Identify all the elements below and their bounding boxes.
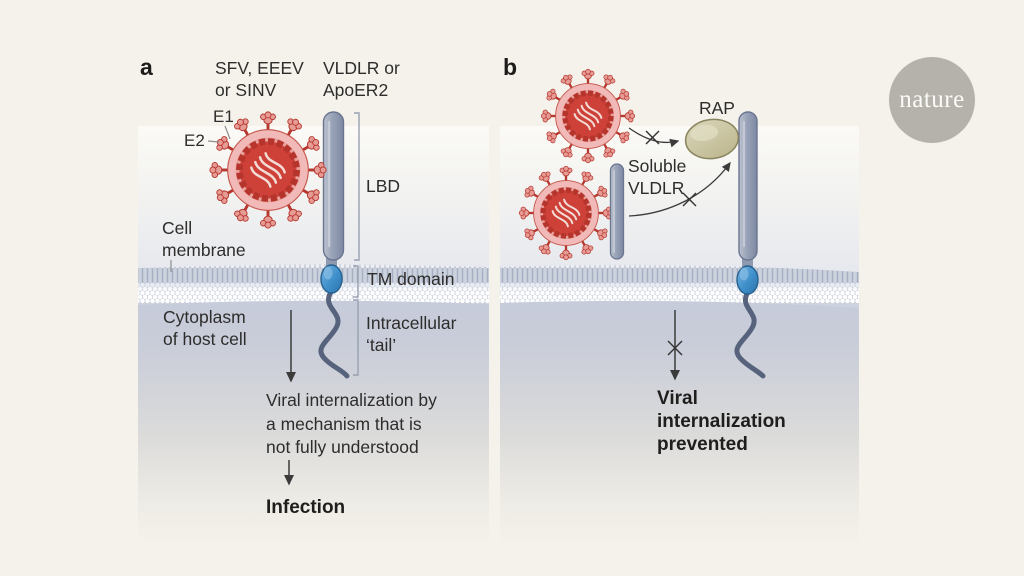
mechanism-note: Viral internalization by a mechanism tha…: [266, 390, 437, 457]
vldlr-receptor-icon: [322, 111, 345, 270]
x-mark-virus-rap: [645, 130, 660, 145]
cell-membrane-graphic-b: [500, 264, 859, 308]
nature-logo: nature: [889, 57, 975, 143]
e2-leader-line: [207, 140, 220, 143]
panel-a-background: [138, 126, 489, 560]
soluble-vldlr-label: Soluble VLDLR: [628, 156, 687, 198]
extracellular-space-a: [138, 126, 489, 284]
virus-names-label: SFV, EEEV or SINV: [215, 58, 304, 100]
receptor-names-label: VLDLR or ApoER2: [323, 58, 400, 100]
e1-leader-line: [224, 125, 231, 140]
x-mark-internalization: [667, 340, 683, 356]
tm-domain-icon: [320, 264, 343, 294]
tail-bracket: [353, 299, 359, 376]
intracellular-tail-icon: [318, 289, 350, 379]
virus-to-rap-blocked-arrow: [628, 127, 680, 148]
tm-domain-label: TM domain: [367, 269, 455, 289]
rap-label: RAP: [699, 98, 735, 118]
cell-membrane-label: Cell membrane: [162, 218, 246, 260]
soluble-vldlr-icon: [609, 163, 625, 260]
virus-icon-b2: [519, 166, 612, 259]
tm-domain-icon-b: [736, 265, 759, 295]
prevented-caption: Viral internalization prevented: [657, 388, 786, 455]
rap-protein-icon: [684, 118, 740, 160]
virus-icon-b1: [541, 69, 634, 162]
lbd-label: LBD: [366, 176, 401, 196]
infection-caption: Infection: [266, 497, 346, 518]
lbd-bracket: [354, 112, 360, 261]
x-mark-soluble-receptor: [682, 192, 697, 207]
vldlr-receptor-icon-b: [738, 111, 758, 270]
nature-logo-text: nature: [899, 86, 965, 113]
cytoplasm-space-b: [500, 284, 859, 560]
cytoplasm-space-a: [138, 284, 489, 560]
cytoplasm-label: Cytoplasm of host cell: [163, 307, 247, 349]
virus-icon-a: [210, 112, 326, 228]
soluble-to-receptor-blocked-arrow: [628, 161, 731, 217]
panel-b-background: [500, 126, 859, 560]
panel-a-label: a: [140, 54, 153, 80]
e2-label: E2: [184, 131, 205, 150]
e1-label: E1: [213, 107, 234, 126]
panel-b-label: b: [503, 54, 518, 80]
cell-membrane-graphic-a: [138, 264, 489, 305]
intracellular-tail-icon-b: [734, 289, 766, 379]
tm-bracket: [353, 265, 359, 298]
intracellular-tail-label: Intracellular ‘tail’: [366, 313, 457, 355]
